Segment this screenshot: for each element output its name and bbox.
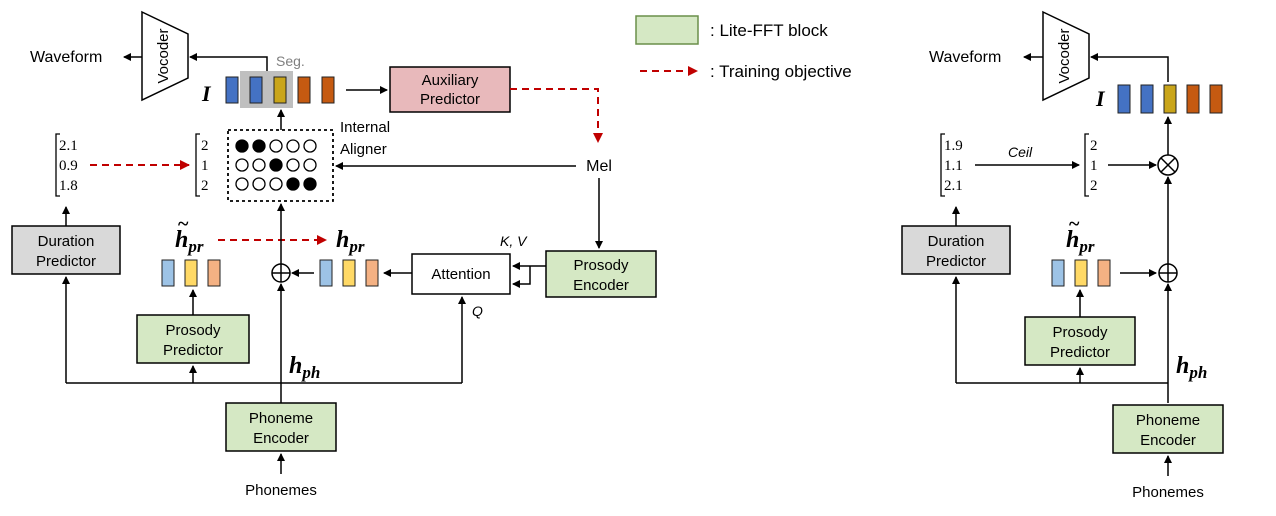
inf-phoneme-encoder-label-1: Phoneme bbox=[1136, 412, 1200, 429]
inf-frame-3 bbox=[1163, 84, 1177, 114]
inf-i-label: I bbox=[1095, 86, 1106, 111]
inf-int-duration-2: 2 bbox=[1090, 178, 1098, 194]
duration-predictor-label-1: Duration bbox=[38, 233, 95, 250]
h-pr-vec-3 bbox=[365, 259, 379, 287]
frame-1 bbox=[225, 76, 239, 104]
inf-duration-2: 2.1 bbox=[944, 178, 963, 194]
inf-frame-4 bbox=[1186, 84, 1200, 114]
inf-arrow-i-to-vocoder bbox=[1090, 53, 1169, 82]
tilde-mark: ~ bbox=[178, 213, 189, 235]
inf-duration-predictor-label-2: Predictor bbox=[926, 253, 986, 270]
phoneme-encoder-block bbox=[225, 402, 337, 452]
inf-h-ph-label: hph bbox=[1176, 353, 1207, 382]
inf-h-pr-vec-3 bbox=[1097, 259, 1111, 287]
duration-bracket bbox=[55, 133, 60, 197]
legend-lite-fft-label: : Lite-FFT block bbox=[710, 21, 828, 40]
duration-2: 1.8 bbox=[59, 178, 78, 194]
alignment-matrix bbox=[235, 139, 317, 191]
ceil-label: Ceil bbox=[1008, 144, 1033, 160]
h-pr-vec-2 bbox=[342, 259, 356, 287]
training-objective-aux-mel bbox=[510, 88, 603, 143]
duration-1: 0.9 bbox=[59, 158, 78, 174]
h-pr-vec-1 bbox=[319, 259, 333, 287]
prosody-encoder-block bbox=[545, 250, 657, 298]
inf-tilde-mark: ~ bbox=[1069, 213, 1080, 235]
inf-int-duration-1: 1 bbox=[1090, 158, 1098, 174]
duration-predictor-label-2: Predictor bbox=[36, 253, 96, 270]
frame-3 bbox=[273, 76, 287, 104]
prosody-predictor-block bbox=[136, 314, 250, 364]
internal-aligner-box bbox=[227, 129, 334, 202]
arrow-seg-to-vocoder bbox=[189, 53, 268, 71]
waveform-label: Waveform bbox=[30, 49, 102, 66]
legend-lite-fft-swatch bbox=[635, 15, 699, 45]
frame-5 bbox=[321, 76, 335, 104]
vocoder-block bbox=[141, 10, 189, 102]
h-pr-tilde-vec-1 bbox=[161, 259, 175, 287]
inf-phoneme-encoder-label-2: Encoder bbox=[1140, 432, 1196, 449]
internal-aligner-label-1: Internal bbox=[340, 119, 390, 136]
inf-vocoder-label: Vocoder bbox=[1056, 28, 1073, 83]
auxiliary-label-2: Predictor bbox=[420, 91, 480, 108]
int-duration-bracket bbox=[195, 133, 200, 197]
int-duration-1: 1 bbox=[201, 158, 209, 174]
internal-aligner-label-2: Aligner bbox=[340, 141, 387, 158]
inf-int-duration-0: 2 bbox=[1090, 138, 1098, 154]
inf-phonemes-label: Phonemes bbox=[1132, 484, 1204, 501]
inf-h-pr-vec-1 bbox=[1051, 259, 1065, 287]
seg-label: Seg. bbox=[276, 53, 305, 69]
frame-4 bbox=[297, 76, 311, 104]
phoneme-encoder-label-1: Phoneme bbox=[249, 410, 313, 427]
int-duration-2: 2 bbox=[201, 178, 209, 194]
inf-duration-predictor-block bbox=[901, 225, 1011, 275]
q-label: Q bbox=[472, 303, 483, 319]
h-pr-label: hpr bbox=[336, 227, 365, 256]
auxiliary-label-1: Auxiliary bbox=[422, 72, 479, 89]
inf-h-pr-tilde-label: hpr bbox=[1066, 227, 1095, 256]
inf-duration-bracket bbox=[940, 133, 945, 197]
prosody-predictor-label-2: Predictor bbox=[163, 342, 223, 359]
inf-waveform-label: Waveform bbox=[929, 49, 1001, 66]
h-pr-tilde-vec-2 bbox=[184, 259, 198, 287]
multiply-node-b bbox=[1160, 157, 1176, 173]
attention-label: Attention bbox=[431, 266, 490, 283]
inf-vocoder-block bbox=[1042, 10, 1090, 102]
frame-2 bbox=[249, 76, 263, 104]
inf-prosody-predictor-block bbox=[1024, 316, 1136, 366]
phonemes-label: Phonemes bbox=[245, 482, 317, 499]
phoneme-encoder-label-2: Encoder bbox=[253, 430, 309, 447]
inf-frame-5 bbox=[1209, 84, 1223, 114]
duration-0: 2.1 bbox=[59, 138, 78, 154]
inf-frame-1 bbox=[1117, 84, 1131, 114]
prosody-predictor-label-1: Prosody bbox=[165, 322, 221, 339]
vocoder-label: Vocoder bbox=[155, 28, 172, 83]
int-duration-0: 2 bbox=[201, 138, 209, 154]
inf-duration-0: 1.9 bbox=[944, 138, 963, 154]
prosody-encoder-label-1: Prosody bbox=[573, 257, 629, 274]
h-ph-label: hph bbox=[289, 353, 320, 382]
i-label: I bbox=[201, 81, 212, 106]
kv-label: K, V bbox=[500, 233, 528, 249]
mel-label: Mel bbox=[586, 158, 612, 175]
legend-training-label: : Training objective bbox=[710, 62, 852, 81]
h-pr-tilde-vec-3 bbox=[207, 259, 221, 287]
h-pr-tilde-label: hpr bbox=[175, 227, 204, 256]
prosody-encoder-label-2: Encoder bbox=[573, 277, 629, 294]
inf-duration-1: 1.1 bbox=[944, 158, 963, 174]
inf-phoneme-encoder-block bbox=[1112, 404, 1224, 454]
inf-prosody-predictor-label-1: Prosody bbox=[1052, 324, 1108, 341]
arrow-prosody-to-attention-v bbox=[512, 266, 531, 288]
auxiliary-predictor-block bbox=[389, 66, 511, 113]
inf-prosody-predictor-label-2: Predictor bbox=[1050, 344, 1110, 361]
inf-duration-predictor-label-1: Duration bbox=[928, 233, 985, 250]
attention-block bbox=[411, 253, 511, 295]
inf-int-duration-bracket bbox=[1084, 133, 1089, 197]
inf-h-pr-vec-2 bbox=[1074, 259, 1088, 287]
inf-frame-2 bbox=[1140, 84, 1154, 114]
